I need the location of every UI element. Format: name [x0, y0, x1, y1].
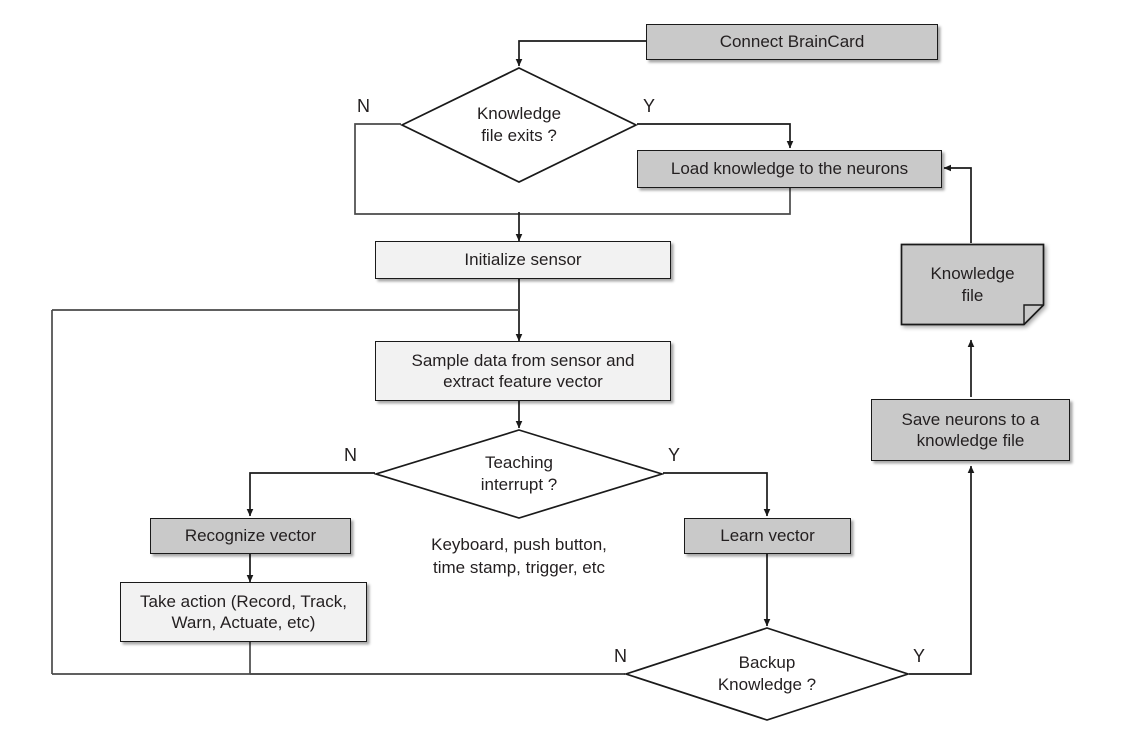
node-learn-vector[interactable]: Learn vector: [684, 518, 851, 554]
wire-teaching-no-to-recognize: [246, 472, 375, 517]
note-teaching-sources-line1: Keyboard, push button,: [431, 535, 607, 554]
node-initialize-sensor[interactable]: Initialize sensor: [375, 241, 671, 279]
node-knowledge-file-exists[interactable]: Knowledge file exits ?: [400, 66, 638, 184]
diamond-shape-teaching: [373, 429, 665, 519]
branch-label-teaching-no: N: [344, 445, 357, 465]
node-sample-data-label-line1: Sample data from sensor and: [411, 350, 635, 370]
node-save-neurons-label-line1: Save neurons to a: [901, 409, 1040, 429]
node-learn-vector-label: Learn vector: [720, 526, 815, 546]
node-sample-data[interactable]: Sample data from sensor and extract feat…: [375, 341, 671, 401]
branch-label-backup-yes: Y: [913, 646, 926, 666]
node-teaching-interrupt[interactable]: Teaching interrupt ?: [373, 428, 665, 520]
node-recognize-vector[interactable]: Recognize vector: [150, 518, 351, 554]
branch-label-knowledge-no: N: [357, 96, 370, 116]
node-sample-data-label-line2: extract feature vector: [443, 372, 603, 391]
branch-label-teaching-yes: Y: [668, 445, 681, 465]
note-teaching-sources-line2: time stamp, trigger, etc: [433, 557, 605, 577]
document-shape-knowledge-file: [900, 243, 1045, 326]
node-knowledge-file[interactable]: Knowledge file: [900, 243, 1045, 326]
node-take-action[interactable]: Take action (Record, Track, Warn, Actuat…: [120, 582, 367, 642]
wire-knowledge-yes-to-load: [637, 123, 794, 149]
wire-knowledge-file-to-load: [943, 164, 972, 243]
wire-teaching-yes-to-learn: [663, 472, 771, 517]
node-connect-braincard-label: Connect BrainCard: [719, 32, 865, 52]
wire-backup-yes-to-save: [909, 465, 975, 675]
node-save-neurons-label-line2: knowledge file: [916, 431, 1025, 450]
branch-label-backup-no: N: [614, 646, 627, 666]
wire-connect-to-knowledge-decision: [515, 40, 646, 67]
wire-load-to-initialize: [519, 188, 791, 215]
node-take-action-label-line1: Take action (Record, Track,: [140, 591, 347, 611]
node-load-knowledge-label: Load knowledge to the neurons: [670, 159, 909, 179]
diamond-shape-knowledge: [400, 67, 638, 183]
branch-label-knowledge-yes: Y: [643, 96, 656, 116]
note-teaching-sources: Keyboard, push button, time stamp, trigg…: [431, 534, 607, 580]
node-take-action-label-line2: Warn, Actuate, etc): [171, 613, 316, 632]
node-connect-braincard[interactable]: Connect BrainCard: [646, 24, 938, 60]
node-save-neurons[interactable]: Save neurons to a knowledge file: [871, 399, 1070, 461]
node-initialize-sensor-label: Initialize sensor: [464, 250, 582, 270]
diamond-shape-backup: [623, 627, 911, 721]
node-recognize-vector-label: Recognize vector: [184, 526, 317, 546]
node-load-knowledge[interactable]: Load knowledge to the neurons: [637, 150, 942, 188]
node-backup-knowledge[interactable]: Backup Knowledge ?: [623, 626, 911, 722]
wire-knowledge-no-to-initialize: [354, 123, 519, 215]
